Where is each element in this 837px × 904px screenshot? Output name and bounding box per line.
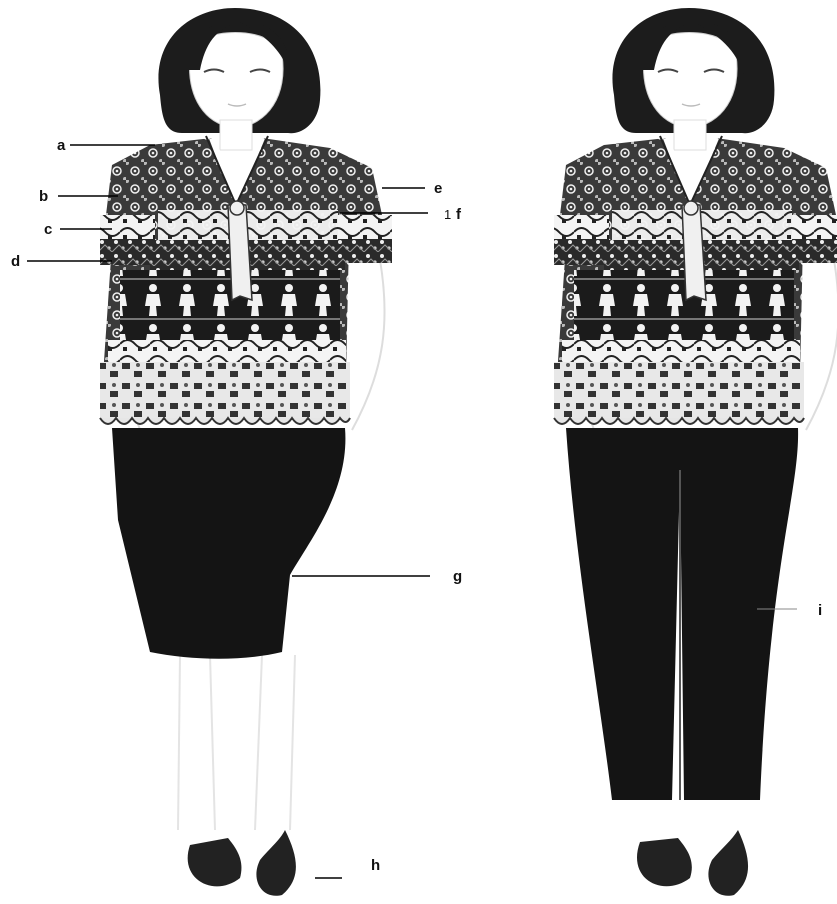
shoe-right	[708, 830, 748, 896]
label-d: d	[11, 253, 20, 270]
figure-skirt-outfit	[100, 8, 392, 896]
shoe-right	[256, 830, 295, 896]
shoe-left	[637, 838, 692, 886]
label-f-mark: 1	[444, 207, 451, 222]
label-c: c	[44, 221, 52, 238]
label-h: h	[371, 857, 380, 874]
trousers	[566, 428, 798, 800]
figure-trousers-outfit	[554, 8, 837, 896]
shoe-left	[188, 838, 242, 886]
label-a: a	[57, 137, 66, 154]
label-i: i	[818, 602, 822, 619]
label-e: e	[434, 180, 442, 197]
label-f: f	[456, 206, 462, 223]
skirt	[112, 428, 345, 659]
label-b: b	[39, 188, 48, 205]
label-g: g	[453, 568, 462, 585]
